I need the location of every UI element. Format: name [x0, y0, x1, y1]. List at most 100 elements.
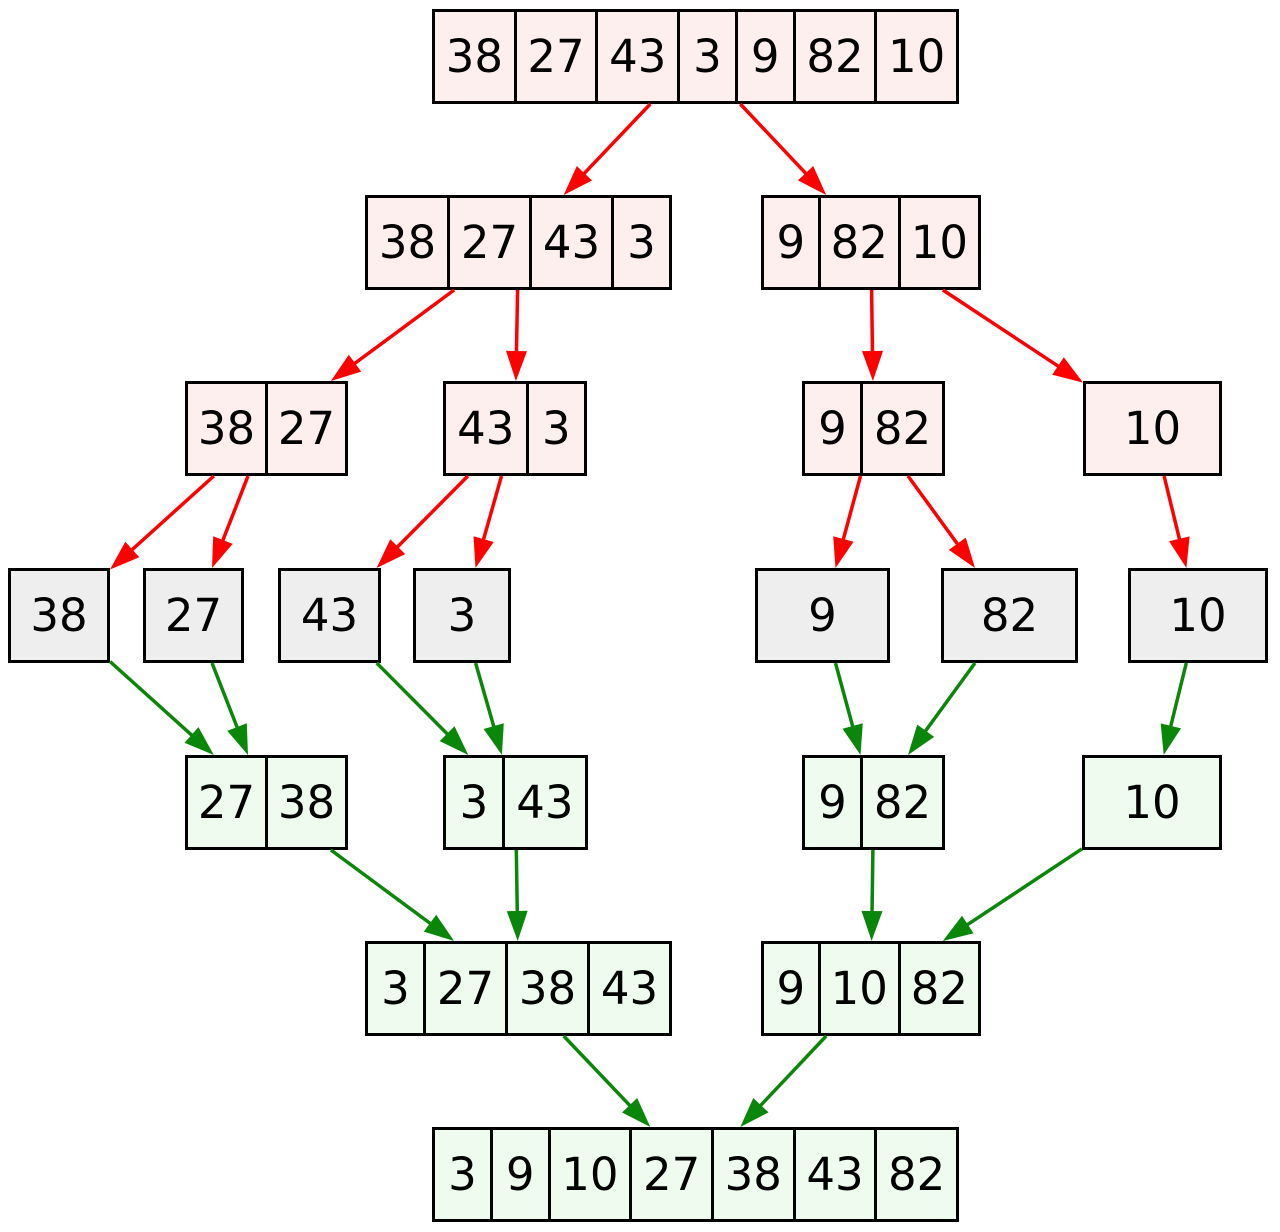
- split-arrowhead-icon: [563, 166, 592, 195]
- array-node: 10: [1083, 381, 1222, 476]
- merge-arrowhead-icon: [184, 727, 214, 755]
- merge-arrowhead-icon: [483, 723, 504, 755]
- array-cell: 82: [897, 944, 978, 1033]
- array-node: 43 3: [443, 381, 587, 476]
- split-arrowhead-icon: [798, 166, 827, 195]
- merge-arrow-line: [964, 847, 1083, 928]
- array-cell: 3: [525, 384, 584, 473]
- array-cell: 82: [860, 384, 942, 473]
- array-cell: 38: [378, 216, 437, 269]
- split-arrowhead-icon: [1169, 536, 1190, 568]
- merge-arrow-line: [562, 1034, 633, 1109]
- array-cell: 3: [677, 12, 735, 101]
- array-cell: 10: [1169, 589, 1227, 642]
- array-cell: 10: [817, 944, 898, 1033]
- array-node: 3: [413, 568, 511, 663]
- merge-arrowhead-icon: [861, 910, 883, 941]
- array-cell: 9: [818, 776, 847, 829]
- array-cell: 27: [164, 589, 223, 642]
- split-arrowhead-icon: [833, 536, 854, 568]
- array-node: 38 27: [185, 381, 348, 476]
- split-arrow-line: [128, 474, 215, 553]
- split-arrow-line: [514, 289, 520, 355]
- array-cell: 10: [1123, 402, 1182, 455]
- array-cell: 9: [818, 402, 847, 455]
- merge-arrow-line: [329, 848, 434, 927]
- split-arrow-line: [220, 475, 250, 544]
- array-node: 27 38: [185, 755, 348, 850]
- split-arrowhead-icon: [473, 536, 494, 568]
- split-arrowhead-icon: [862, 350, 883, 381]
- merge-arrow-line: [210, 662, 240, 731]
- array-node: 43: [278, 568, 381, 663]
- array-cell: 27: [197, 776, 256, 829]
- split-arrowhead-icon: [330, 354, 362, 381]
- array-node: 9 82 10: [761, 195, 981, 290]
- array-node: 10: [1128, 568, 1268, 663]
- merge-arrow-line: [922, 661, 977, 735]
- array-cell: 82: [817, 198, 898, 287]
- array-node: 27: [143, 568, 244, 663]
- array-cell: 43: [300, 589, 359, 642]
- array-cell: 38: [445, 30, 503, 83]
- array-cell: 43: [457, 402, 515, 455]
- array-cell: 82: [792, 12, 875, 101]
- array-cell: 3: [447, 589, 477, 642]
- array-node: 38 27 43 3: [365, 195, 672, 290]
- array-cell: 82: [980, 589, 1039, 642]
- array-cell: 27: [265, 384, 345, 473]
- split-arrow-line: [481, 475, 504, 543]
- merge-arrow-line: [473, 662, 497, 730]
- array-node: 9: [755, 568, 890, 663]
- merge-arrowhead-icon: [423, 914, 455, 941]
- array-node: 82: [941, 568, 1078, 663]
- array-cell: 43: [595, 12, 677, 101]
- array-cell: 9: [776, 962, 806, 1015]
- merge-arrowhead-icon: [227, 723, 248, 755]
- array-cell: 3: [448, 1148, 477, 1201]
- array-node: 9 82: [802, 755, 945, 850]
- merge-arrow-line: [757, 1034, 828, 1109]
- split-arrow-line: [581, 102, 652, 177]
- array-node: 9 82: [802, 381, 945, 476]
- array-cell: 3: [459, 776, 489, 829]
- array-cell: 27: [513, 12, 596, 101]
- split-arrow-line: [906, 474, 961, 548]
- array-cell: 38: [265, 758, 345, 847]
- array-cell: 10: [897, 198, 978, 287]
- array-cell: 9: [734, 12, 793, 101]
- merge-arrowhead-icon: [439, 726, 469, 755]
- array-cell: 9: [489, 1130, 548, 1219]
- split-arrowhead-icon: [376, 539, 406, 568]
- array-cell: 10: [874, 12, 956, 101]
- split-arrowhead-icon: [1052, 357, 1083, 383]
- array-cell: 43: [792, 1130, 875, 1219]
- merge-arrowhead-icon: [942, 915, 974, 941]
- array-cell: 27: [447, 198, 529, 287]
- merge-arrow-line: [1168, 662, 1188, 730]
- merge-arrowhead-icon: [622, 1098, 651, 1127]
- merge-arrow-line: [108, 660, 195, 739]
- split-arrowhead-icon: [110, 541, 140, 570]
- array-cell: 27: [423, 944, 505, 1033]
- array-cell: 9: [776, 216, 806, 269]
- split-arrow-line: [394, 474, 470, 551]
- merge-arrowhead-icon: [908, 724, 935, 755]
- array-cell: 9: [808, 589, 837, 642]
- array-cell: 10: [547, 1130, 630, 1219]
- array-node: 38 27 43 3 9 82 10: [432, 9, 959, 104]
- split-arrow-line: [941, 288, 1062, 370]
- array-node: 38: [8, 568, 110, 663]
- split-arrowhead-icon: [212, 536, 233, 568]
- array-cell: 38: [505, 944, 587, 1033]
- split-arrow-line: [869, 289, 875, 355]
- array-node: 3 27 38 43: [365, 941, 672, 1036]
- array-node: 3 9 10 27 38 43 82: [432, 1127, 959, 1222]
- array-cell: 38: [710, 1130, 793, 1219]
- array-cell: 38: [197, 402, 256, 455]
- merge-arrow-line: [870, 849, 875, 915]
- array-cell: 10: [1123, 776, 1181, 829]
- array-node: 10: [1082, 755, 1222, 850]
- array-cell: 3: [381, 962, 410, 1015]
